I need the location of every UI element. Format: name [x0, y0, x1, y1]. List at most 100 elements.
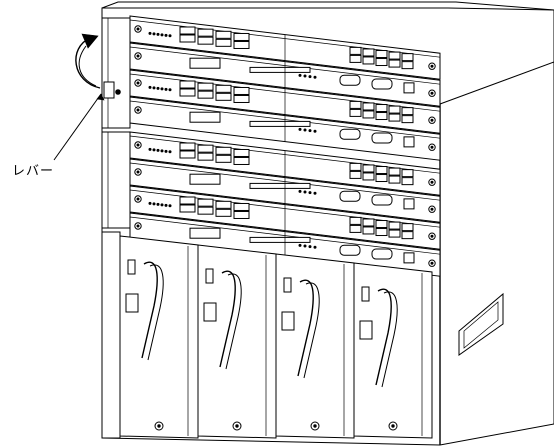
- led-icon: [168, 34, 172, 38]
- db-connector-icon: [339, 244, 361, 256]
- lever-callout-label: レバー: [12, 164, 55, 179]
- psu-faceplate: [275, 253, 355, 439]
- led-icon: [164, 203, 168, 207]
- psu-switch: [283, 277, 292, 293]
- led-icon: [164, 87, 168, 91]
- led-icon: [160, 149, 164, 153]
- card-slot: [249, 236, 311, 243]
- db-connector-icon: [339, 74, 361, 86]
- connector-icon: [189, 227, 221, 239]
- port-icon: [215, 208, 232, 217]
- port-icon: [197, 82, 214, 91]
- port-icon: [179, 34, 196, 43]
- rotation-arrow-icon: [75, 33, 101, 89]
- led-icon: [298, 243, 302, 247]
- psu-handle: [375, 288, 392, 386]
- psu-handle: [141, 261, 158, 359]
- connector-icon: [189, 173, 221, 185]
- led-icon: [298, 73, 302, 77]
- module-row: [129, 158, 441, 223]
- rj45-port-icon: [362, 218, 375, 227]
- port-icon: [179, 196, 196, 205]
- module-row: [129, 15, 441, 80]
- power-supply-unit: [353, 262, 433, 439]
- rj45-port-icon: [401, 53, 414, 62]
- rj45-port-icon: [375, 112, 388, 121]
- led-icon: [156, 202, 160, 206]
- module-row: [129, 69, 441, 134]
- port-icon: [215, 92, 232, 101]
- rj45-port-icon: [375, 50, 388, 59]
- port-icon: [403, 82, 415, 94]
- db-connector-icon: [339, 190, 361, 202]
- rj45-port-icon: [362, 102, 375, 111]
- module-row: [129, 42, 441, 107]
- power-supply-unit: [119, 235, 199, 439]
- port-icon: [179, 88, 196, 97]
- rj45-port-icon: [388, 221, 401, 230]
- led-icon: [308, 75, 312, 79]
- psu-faceplate: [197, 244, 277, 439]
- port-icon: [233, 32, 250, 41]
- port-icon: [215, 38, 232, 47]
- port-icon: [197, 152, 214, 161]
- port-icon: [403, 252, 415, 264]
- module-row: [129, 212, 441, 277]
- rj45-port-icon: [362, 164, 375, 173]
- db-connector-icon: [371, 132, 393, 144]
- port-icon: [403, 136, 415, 148]
- rj45-port-icon: [388, 113, 401, 122]
- port-icon: [215, 200, 232, 209]
- rj45-port-icon: [349, 46, 362, 55]
- led-icon: [156, 148, 160, 152]
- rj45-port-icon: [349, 162, 362, 171]
- led-icon: [152, 148, 156, 152]
- rj45-port-icon: [349, 170, 362, 179]
- port-icon: [233, 210, 250, 219]
- module-row: [129, 96, 441, 161]
- led-icon: [303, 128, 307, 132]
- rj45-port-icon: [388, 51, 401, 60]
- port-icon: [233, 40, 250, 49]
- power-supply-bay: [119, 235, 433, 439]
- psu-switch: [127, 259, 136, 275]
- led-icon: [298, 189, 302, 193]
- led-icon: [156, 86, 160, 90]
- psu-latch: [125, 293, 139, 313]
- connector-icon: [189, 57, 221, 69]
- module-row: [129, 185, 441, 250]
- rj45-port-icon: [388, 229, 401, 238]
- lever[interactable]: [103, 81, 121, 99]
- led-icon: [148, 201, 152, 205]
- rj45-port-icon: [401, 107, 414, 116]
- psu-switch: [205, 268, 214, 284]
- port-icon: [197, 90, 214, 99]
- led-icon: [313, 75, 317, 79]
- psu-faceplate: [353, 262, 433, 439]
- rj45-port-icon: [388, 167, 401, 176]
- rj45-port-icon: [401, 61, 414, 70]
- port-icon: [197, 144, 214, 153]
- led-icon: [168, 204, 172, 208]
- led-icon: [152, 32, 156, 36]
- rj45-port-icon: [375, 58, 388, 67]
- port-icon: [179, 80, 196, 89]
- port-icon: [179, 142, 196, 151]
- mounting-ear-lower: [101, 131, 131, 229]
- power-supply-unit: [197, 244, 277, 439]
- led-icon: [308, 129, 312, 133]
- rj45-port-icon: [362, 56, 375, 65]
- db-connector-icon: [371, 248, 393, 260]
- connector-icon: [189, 111, 221, 123]
- led-icon: [298, 127, 302, 131]
- port-icon: [179, 150, 196, 159]
- port-icon: [233, 202, 250, 211]
- port-icon: [233, 156, 250, 165]
- led-icon: [168, 150, 172, 154]
- power-supply-unit: [275, 253, 355, 439]
- port-icon: [215, 30, 232, 39]
- lever-pointer: [53, 93, 105, 161]
- psu-faceplate: [119, 235, 199, 439]
- psu-handle: [219, 270, 236, 368]
